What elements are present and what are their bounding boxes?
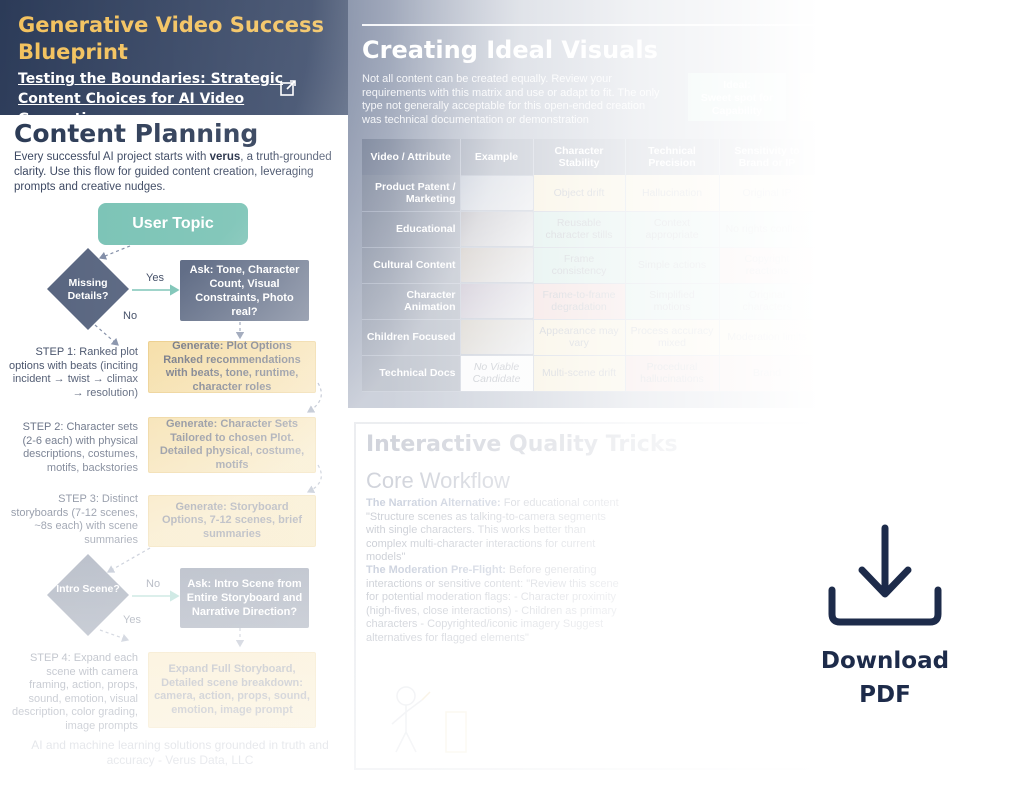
matrix-cell: Reusable character stills [533, 211, 626, 248]
flow-missing-details-label: Missing Details? [67, 277, 109, 302]
section-title-tricks: Interactive Quality Tricks [366, 432, 678, 457]
matrix-cell: Process accuracy mixed [625, 319, 720, 356]
flow-step3-box: Generate: Storyboard Options, 7-12 scene… [148, 495, 316, 547]
col-header: Many Human Interactions [815, 139, 926, 175]
matrix-cell: Hallucination [625, 175, 720, 212]
flow-step2-box: Generate: Character Sets Tailored to cho… [148, 417, 316, 473]
col-header: Sensitivity to Brand or IP [719, 139, 816, 175]
matrix-cell: Brand [719, 355, 816, 392]
example-cell: No Viable Candidate [460, 355, 534, 392]
download-pdf-label[interactable]: Download PDF [820, 648, 950, 708]
matrix-cell: Object drift [533, 175, 626, 212]
matrix-cell: Frame-to-frame degradation [533, 283, 626, 320]
row-header: Product Patent / Marketing [362, 175, 461, 212]
legend-desc: Workable through techniques [804, 92, 894, 117]
matrix-cell: Overlapping gestures [815, 211, 926, 248]
example-thumbnail-image [460, 248, 533, 282]
matrix-cell: Original characters [719, 283, 816, 320]
matrix-cell: Appearance may vary [533, 319, 626, 356]
example-cell [460, 211, 534, 248]
example-cell [460, 283, 534, 320]
flow-intro-scene-label: Intro Scene? [56, 583, 120, 595]
example-cell [460, 247, 534, 284]
flow-step1-label: STEP 1: Ranked plot options with beats (… [8, 346, 138, 399]
legend-adapt: Adapt: Workable through techniques [800, 73, 898, 121]
tip-narration-head: The Narration Alternative: [366, 497, 501, 509]
matrix-cell [815, 319, 926, 356]
legend-avoid: Avoid: Limitations or Legal risk [912, 73, 1010, 121]
matrix-cell: Human [815, 247, 926, 284]
legend-desc: Sweet spot for Capability [700, 92, 774, 117]
visuals-intro: Not all content can be created equally. … [362, 73, 660, 126]
character-sketch-illustration [391, 686, 467, 753]
row-header: Cultural Content [362, 247, 461, 284]
row-header: Children Focused [362, 319, 461, 356]
matrix-cell: Copyright reactions [719, 247, 816, 284]
tip-narration: The Narration Alternative: For education… [366, 497, 626, 565]
legend-label: Ideal: [723, 79, 751, 91]
legend-ideal: Ideal: Sweet spot for Capability [688, 73, 786, 121]
table-row: Character Animation Frame-to-frame degrad… [362, 283, 926, 320]
matrix-cell: Moderation limits [719, 319, 816, 356]
row-header: Character Animation [362, 283, 461, 320]
matrix-cell: Procedural hallucinations [625, 355, 720, 392]
col-header: Example [460, 139, 534, 175]
matrix-cell [815, 283, 926, 320]
legend-desc: Limitations or Legal risk [926, 92, 996, 117]
tip-moderation: The Moderation Pre-Flight: Before genera… [366, 564, 626, 645]
flow-user-topic: User Topic [98, 203, 248, 245]
matrix-cell: Simple actions [625, 247, 720, 284]
flow-ask-intro: Ask: Intro Scene from Entire Storyboard … [180, 568, 309, 628]
example-thumbnail-image [460, 320, 533, 354]
row-header: Technical Docs [362, 355, 461, 392]
matrix-cell [815, 355, 926, 392]
table-header-row: Video / Attribute Example Character Stab… [362, 139, 926, 175]
example-thumbnail-image [460, 284, 533, 318]
divider [362, 24, 922, 26]
download-icon[interactable] [826, 522, 944, 630]
col-header: Video / Attribute [362, 139, 461, 175]
flow-ask-tone: Ask: Tone, Character Count, Visual Const… [180, 260, 309, 321]
matrix-cell: Context appropriate [625, 211, 720, 248]
legend-label: Adapt: [832, 79, 866, 91]
flow-step3-label: STEP 3: Distinct storyboards (7-12 scene… [10, 493, 138, 546]
matrix-cell: Original IP [719, 175, 816, 212]
example-thumbnail-image [460, 175, 533, 210]
matrix-cell: Multi-scene drift [533, 355, 626, 392]
flow-step2-label: STEP 2: Character sets (2-6 each) with p… [22, 421, 138, 474]
flow-no-label-2: No [146, 578, 161, 590]
flow-yes-label-2: Yes [123, 614, 141, 626]
download-pdf-button[interactable]: Download PDF [800, 522, 970, 722]
legend-label: Avoid: [944, 79, 978, 91]
matrix-cell: Simplified motions [625, 283, 720, 320]
content-matrix-table: Video / Attribute Example Character Stab… [362, 139, 926, 392]
flow-yes-label: Yes [146, 272, 164, 284]
example-cell [460, 319, 534, 356]
section-subtitle-workflow: Core Workflow [366, 468, 510, 493]
col-header: Technical Precision [625, 139, 720, 175]
matrix-cell: Frame consistency [533, 247, 626, 284]
col-header: Character Stability [533, 139, 626, 175]
tip-moderation-head: The Moderation Pre-Flight: [366, 564, 506, 576]
example-thumbnail-image [460, 212, 533, 246]
flow-step1-box: Generate: Plot Options Ranked recommenda… [148, 340, 316, 393]
matrix-cell: Prohibited action [815, 175, 926, 212]
section-title-visuals: Creating Ideal Visuals [362, 36, 658, 64]
row-header: Educational [362, 211, 461, 248]
flow-no-label: No [123, 310, 138, 322]
example-cell [460, 175, 534, 212]
matrix-cell: No rights conflicts [719, 211, 816, 248]
footer-tagline: AI and machine learning solutions ground… [31, 738, 329, 767]
visuals-panel: Creating Ideal Visuals Not all content c… [348, 0, 1024, 408]
flow-step4-box: Expand Full Storyboard, Detailed scene b… [148, 652, 316, 728]
flow-step4-label: STEP 4: Expand each scene with camera fr… [12, 652, 138, 732]
